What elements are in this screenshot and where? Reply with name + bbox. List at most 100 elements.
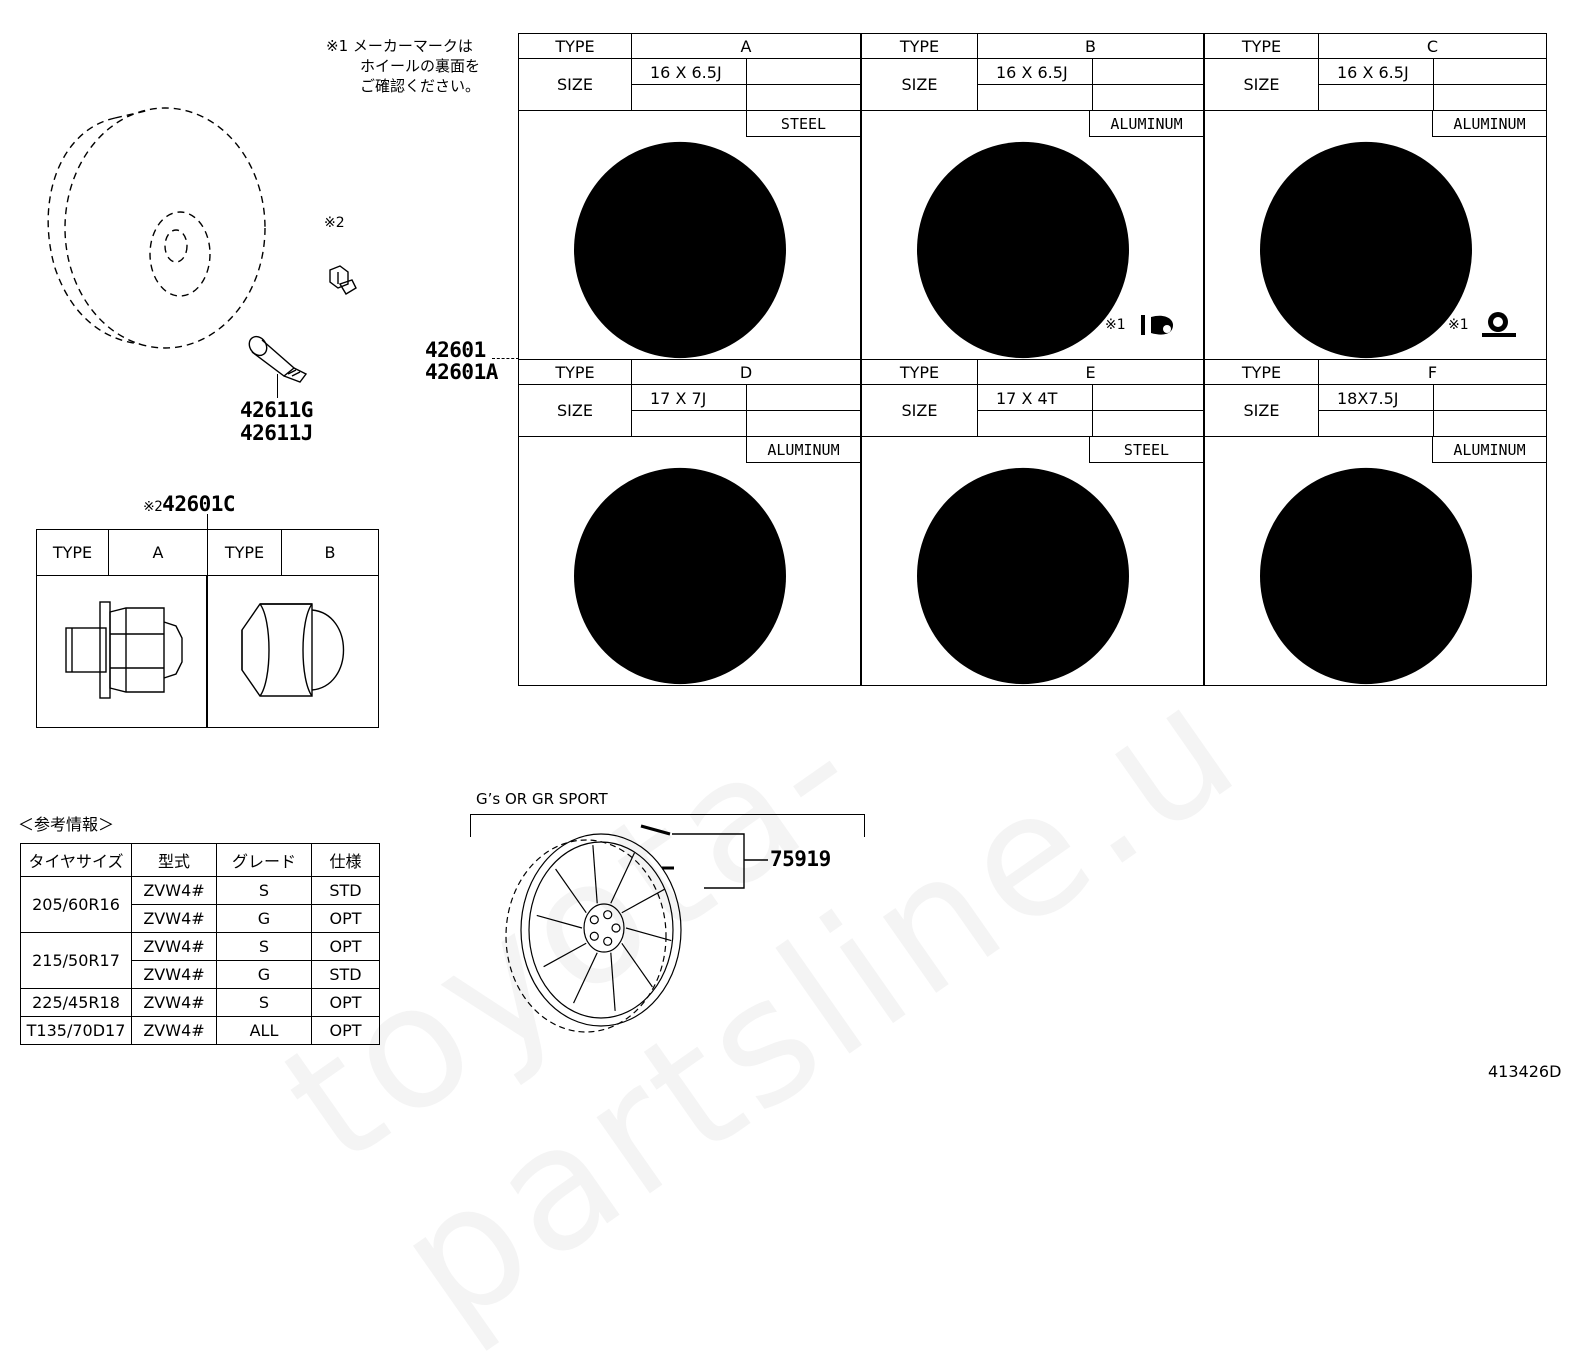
cap-nut-icon: [238, 600, 358, 700]
grade-cell: S: [217, 877, 312, 905]
size-blank-cell: [746, 410, 861, 437]
size-blank-cell: [1092, 384, 1204, 411]
tire-size-cell: 205/60R16: [21, 877, 132, 933]
grade-cell: ALL: [217, 1017, 312, 1045]
size-blank-cell: [631, 84, 747, 111]
type-value-cell: F: [1318, 359, 1547, 385]
size-blank-cell: [1092, 84, 1204, 111]
size-blank-cell: [1092, 410, 1204, 437]
reference-header-row: タイヤサイズ 型式 グレード 仕様: [21, 844, 380, 877]
model-cell: ZVW4#: [132, 877, 217, 905]
wheel-leader-line: [492, 358, 519, 359]
model-cell: ZVW4#: [132, 961, 217, 989]
tire-size-cell: 225/45R18: [21, 989, 132, 1017]
type-label-cell: TYPE: [1204, 33, 1319, 59]
size-label-cell: SIZE: [1204, 58, 1319, 111]
wheel-e-illustration: [873, 451, 1193, 681]
wheel-a-illustration: [530, 125, 850, 355]
type-value-cell: D: [631, 359, 861, 385]
grade-cell: G: [217, 961, 312, 989]
size-label-cell: SIZE: [861, 384, 978, 437]
nut-type-a-value: A: [108, 529, 208, 576]
spec-cell: OPT: [312, 989, 380, 1017]
spec-cell: OPT: [312, 933, 380, 961]
table-row: 205/60R16 ZVW4# S STD: [21, 877, 380, 905]
type-label-cell: TYPE: [518, 33, 632, 59]
maker-logo-icon: [1137, 309, 1177, 339]
valve-leader-line: [277, 374, 278, 398]
model-cell: ZVW4#: [132, 1017, 217, 1045]
table-row: T135/70D17 ZVW4# ALL OPT: [21, 1017, 380, 1045]
size-blank-cell: [1092, 58, 1204, 85]
size-blank-cell: [977, 410, 1093, 437]
maker-logo-icon: [1480, 309, 1520, 339]
model-cell: ZVW4#: [132, 905, 217, 933]
grade-cell: S: [217, 989, 312, 1017]
size-blank-cell: [977, 84, 1093, 111]
valve-part-number-2: 42611J: [240, 423, 313, 444]
nut-leader-line: [207, 514, 208, 530]
size-blank-cell: [1318, 84, 1434, 111]
valve-part-number-1: 42611G: [240, 400, 313, 421]
tire-size-cell: 215/50R17: [21, 933, 132, 989]
spec-cell: STD: [312, 961, 380, 989]
gs-label: G’s OR GR SPORT: [476, 792, 608, 807]
type-value-cell: A: [631, 33, 861, 59]
model-cell: ZVW4#: [132, 933, 217, 961]
size-value-cell: 16 X 6.5J: [1318, 58, 1434, 85]
wheel-d-illustration: [530, 451, 850, 681]
wheel-f-illustration: [1216, 451, 1536, 681]
wheel-part-number-2: 42601A: [425, 362, 498, 383]
size-blank-cell: [1433, 58, 1547, 85]
header-model: 型式: [132, 844, 217, 877]
ornament-part-number: 75919: [770, 849, 831, 870]
spec-cell: OPT: [312, 1017, 380, 1045]
header-grade: グレード: [217, 844, 312, 877]
nut-type-b-value: B: [281, 529, 379, 576]
size-blank-cell: [746, 84, 861, 111]
size-value-cell: 16 X 6.5J: [977, 58, 1093, 85]
table-row: 225/45R18 ZVW4# S OPT: [21, 989, 380, 1017]
nut-table-divider: [206, 575, 208, 728]
mark-2-label: ※2: [324, 216, 345, 230]
grade-cell: S: [217, 933, 312, 961]
size-label-cell: SIZE: [861, 58, 978, 111]
size-label-cell: SIZE: [1204, 384, 1319, 437]
size-value-cell: 17 X 7J: [631, 384, 747, 411]
tire-size-cell: T135/70D17: [21, 1017, 132, 1045]
type-label-cell: TYPE: [861, 33, 978, 59]
type-label-cell: TYPE: [861, 359, 978, 385]
size-value-cell: 18X7.5J: [1318, 384, 1434, 411]
type-label-cell: TYPE: [1204, 359, 1319, 385]
type-value-cell: C: [1318, 33, 1547, 59]
nut-type-a-label: TYPE: [36, 529, 109, 576]
maker-mark-ref: ※1: [1448, 318, 1469, 332]
size-blank-cell: [746, 384, 861, 411]
type-value-cell: B: [977, 33, 1204, 59]
spec-cell: STD: [312, 877, 380, 905]
size-blank-cell: [1433, 410, 1547, 437]
reference-title: ＜参考情報＞: [18, 817, 114, 833]
size-blank-cell: [1433, 384, 1547, 411]
size-value-cell: 17 X 4T: [977, 384, 1093, 411]
table-row: 215/50R17 ZVW4# S OPT: [21, 933, 380, 961]
size-blank-cell: [1433, 84, 1547, 111]
size-value-cell: 16 X 6.5J: [631, 58, 747, 85]
size-label-cell: SIZE: [518, 384, 632, 437]
size-blank-cell: [1318, 410, 1434, 437]
valve-stem-icon: [240, 330, 320, 390]
spec-cell: OPT: [312, 905, 380, 933]
model-cell: ZVW4#: [132, 989, 217, 1017]
header-tire-size: タイヤサイズ: [21, 844, 132, 877]
size-label-cell: SIZE: [518, 58, 632, 111]
maker-mark-ref: ※1: [1105, 318, 1126, 332]
wheel-part-number-1: 42601: [425, 340, 486, 361]
type-label-cell: TYPE: [518, 359, 632, 385]
flange-nut-icon: [60, 598, 190, 702]
maker-mark-note: ※1 メーカーマークは ホイールの裏面を ご確認ください。: [326, 36, 480, 96]
type-value-cell: E: [977, 359, 1204, 385]
wheel-nut-small-icon: [322, 262, 362, 302]
size-blank-cell: [631, 410, 747, 437]
nut-type-b-label: TYPE: [207, 529, 282, 576]
reference-table: タイヤサイズ 型式 グレード 仕様 205/60R16 ZVW4# S STD …: [20, 843, 380, 1045]
